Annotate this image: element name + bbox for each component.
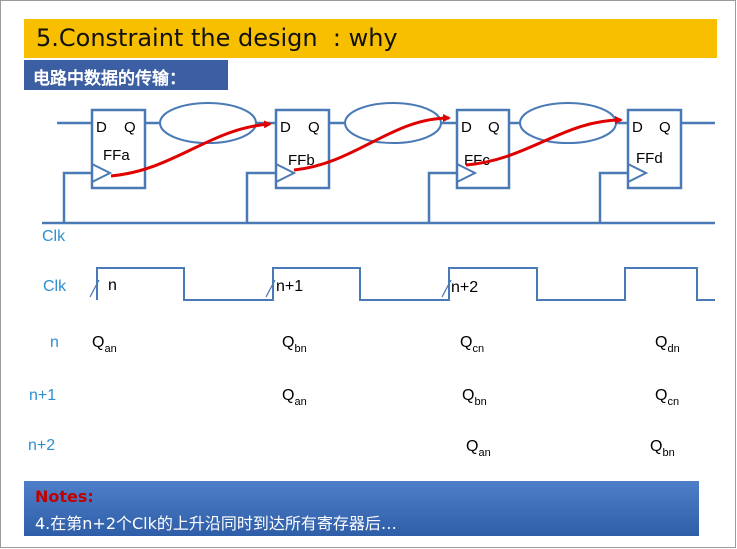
cell-qan: Qan <box>282 387 307 408</box>
cell-qan: Qan <box>92 334 117 355</box>
row-label-n1: n+1 <box>29 387 56 404</box>
row-label-n: n <box>50 334 59 351</box>
ffc-q-label: Q <box>488 119 500 136</box>
cell-qcn: Qcn <box>460 334 484 355</box>
cell-qbn: Qbn <box>282 334 307 355</box>
logic-cloud-2 <box>344 102 442 144</box>
notes-text: 4.在第n+2个Clk的上升沿同时到达所有寄存器后… <box>35 514 397 533</box>
edge-mark-1 <box>89 279 100 298</box>
cell-qbn: Qbn <box>462 387 487 408</box>
edge-mark-2 <box>265 279 276 298</box>
title-bar: 5.Constraint the design : why <box>24 19 717 58</box>
edge-label-n1: n+1 <box>276 278 303 295</box>
clk-branch-ffc <box>427 171 457 223</box>
ffb: D Q FFb <box>274 108 331 190</box>
clock-waveform <box>96 267 715 301</box>
clk-branch-ffd <box>598 171 628 223</box>
ffd-d-label: D <box>632 119 643 136</box>
ffd-name: FFd <box>636 150 663 167</box>
ffb-name: FFb <box>288 152 315 169</box>
clk-branch-ffa <box>62 171 92 223</box>
clk-branch-ffb <box>245 171 276 223</box>
ffd: D Q FFd <box>626 108 683 190</box>
ffb-q-label: Q <box>308 119 320 136</box>
ffc-d-label: D <box>461 119 472 136</box>
data-arrow-2 <box>293 114 451 172</box>
edge-label-n2: n+2 <box>451 279 478 296</box>
row-label-n2: n+2 <box>28 437 55 454</box>
ffa-q-label: Q <box>124 119 136 136</box>
edge-label-n: n <box>108 277 117 294</box>
cell-qcn: Qcn <box>655 387 679 408</box>
subtitle-box: 电路中数据的传输： <box>24 60 228 90</box>
subtitle: 电路中数据的传输： <box>33 69 186 89</box>
logic-cloud-1 <box>159 102 257 144</box>
notes-box: Notes: 4.在第n+2个Clk的上升沿同时到达所有寄存器后… <box>24 481 699 536</box>
page-title: 5.Constraint the design : why <box>36 24 398 52</box>
waveform-label: Clk <box>43 278 67 295</box>
ffc: D Q FFc <box>455 108 511 190</box>
edge-mark-3 <box>441 279 452 298</box>
ffa-d-label: D <box>96 119 107 136</box>
ffb-d-label: D <box>280 119 291 136</box>
cell-qan: Qan <box>466 438 491 459</box>
data-arrow-1 <box>110 120 272 178</box>
ffd-q-label: Q <box>659 119 671 136</box>
data-arrow-3 <box>465 116 623 167</box>
ffa-name: FFa <box>103 147 130 164</box>
cell-qdn: Qdn <box>655 334 680 355</box>
ffa: D Q FFa <box>90 108 147 190</box>
clk-net-label: Clk <box>42 228 66 245</box>
notes-label: Notes: <box>35 487 94 506</box>
cell-qbn: Qbn <box>650 438 675 459</box>
